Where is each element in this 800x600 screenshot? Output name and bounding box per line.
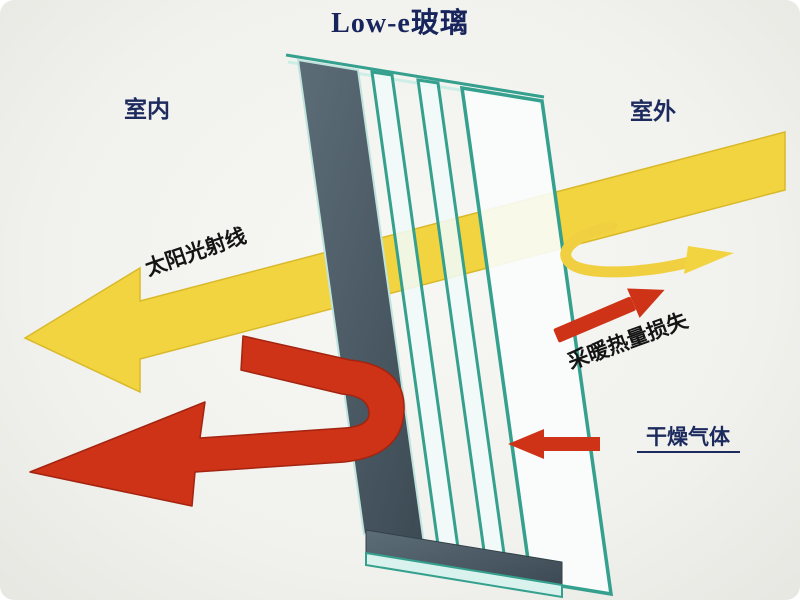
- reflected-sun-curl-path: [560, 220, 696, 278]
- label-sun-rays: 太阳光射线: [142, 224, 249, 281]
- glass-top-edge: [285, 53, 545, 99]
- pane-outer: [459, 85, 614, 597]
- heat-loss-arrow-shaft: [553, 296, 636, 343]
- diagram-title: Low-e玻璃: [331, 7, 469, 39]
- reflected-heat-arrow: [29, 335, 405, 507]
- heat-loss-arrow-head: [627, 288, 665, 318]
- label-indoor: 室内: [124, 96, 170, 123]
- glass-unit: [285, 53, 614, 599]
- reflected-sun-curl-arrow: [560, 220, 734, 278]
- label-outdoor: 室外: [630, 98, 676, 125]
- bottom-glass-strip: [365, 551, 563, 599]
- dry-gas-arrow: [508, 429, 600, 459]
- label-dry-gas: 干燥气体: [646, 425, 731, 449]
- reflected-sun-curl-head: [684, 246, 734, 274]
- heat-loss-arrow: [553, 288, 665, 343]
